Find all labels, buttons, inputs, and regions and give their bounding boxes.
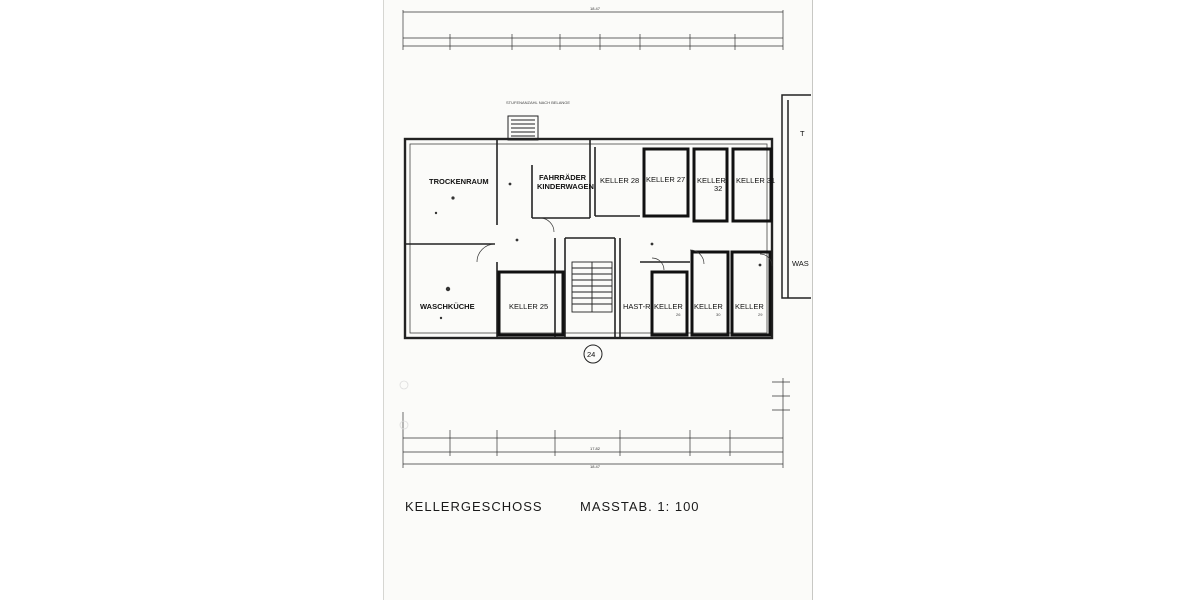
outer-walls: [403, 137, 774, 340]
room-keller-30: KELLER: [694, 302, 723, 311]
room-keller-32-number: 32: [714, 184, 722, 193]
storage-cells: [497, 147, 773, 337]
paper-sheet: [383, 0, 813, 600]
bottom-mid-dimension: 17.82: [590, 446, 601, 451]
caption-scale: MASSTAB. 1: 100: [580, 499, 700, 514]
cell-keller-31: [731, 147, 773, 223]
room-keller-28: KELLER 28: [600, 176, 639, 185]
cell-keller-25: [497, 270, 565, 337]
room-keller-26-number: 26: [676, 312, 681, 317]
bottom-total-dimension: 18.47: [590, 464, 601, 469]
room-hausanschluss: HAST-R: [623, 302, 651, 311]
cell-keller-26: [650, 270, 689, 337]
room-fahrrader: FAHRRÄDER: [539, 173, 587, 182]
section-marker: 24: [583, 344, 603, 364]
neighbor-label-was: WAS: [792, 259, 809, 268]
central-stairwell: [571, 261, 613, 313]
bottom-dimension-lines: [402, 378, 790, 468]
entrance-stair: [507, 115, 539, 141]
neighbor-building: [781, 94, 811, 299]
room-trockenraum: TROCKENRAUM: [429, 177, 489, 186]
cell-keller-27: [642, 147, 690, 218]
top-total-dimension: 18.47: [590, 6, 601, 11]
punch-holes: [399, 380, 409, 430]
room-keller-25: KELLER 25: [509, 302, 548, 311]
room-keller-31: KELLER 31: [736, 176, 775, 185]
inner-outer-wall-line: [409, 143, 768, 334]
room-waschkuche: WASCHKÜCHE: [420, 302, 475, 311]
cell-keller-32: [692, 147, 729, 223]
caption-title: KELLERGESCHOSS: [405, 499, 543, 514]
room-keller-29-number: 29: [758, 312, 763, 317]
room-keller-30-number: 30: [716, 312, 721, 317]
interior-walls: [405, 139, 690, 338]
room-kinderwagen: KINDERWAGEN: [537, 182, 594, 191]
room-keller-32: KELLER: [697, 176, 726, 185]
cell-keller-30: [690, 250, 730, 337]
top-dimension-lines: [402, 10, 784, 50]
door-swings: [476, 217, 773, 271]
room-keller-29: KELLER: [735, 302, 764, 311]
room-keller-26: KELLER: [654, 302, 683, 311]
cell-keller-29: [730, 250, 772, 337]
room-keller-27: KELLER 27: [646, 175, 685, 184]
section-marker-number: 24: [587, 350, 595, 359]
fixture-marks: [434, 182, 762, 320]
stair-note: STUFENANZAHL NACH BELANGE: [506, 100, 570, 105]
neighbor-label-t: T: [800, 129, 805, 138]
